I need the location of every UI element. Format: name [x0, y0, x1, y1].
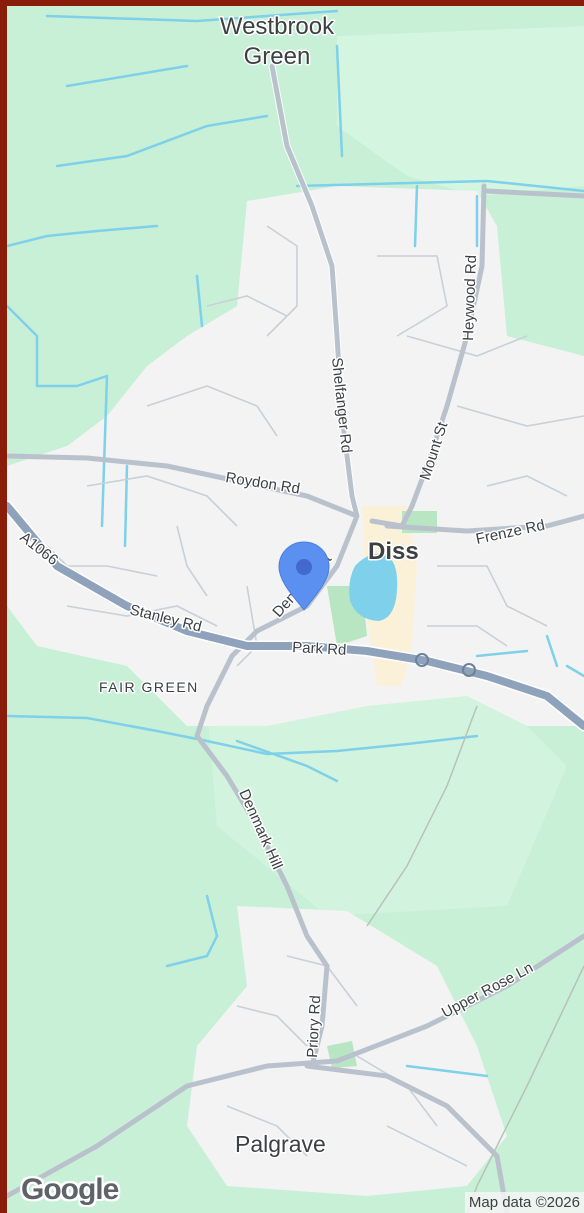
place-label-diss: Diss	[368, 538, 419, 565]
field-area	[207, 686, 567, 916]
secondary-roads	[7, 63, 584, 1213]
place-label-westbrook: Westbrook	[220, 13, 335, 40]
water-mere	[349, 553, 398, 621]
map-layer[interactable]: Heywood Rd Shelfanger Rd Mount St Roydon…	[7, 6, 584, 1213]
road-label-park-rd: Park Rd	[292, 639, 347, 659]
road-label-priory-rd: Priory Rd	[304, 995, 324, 1058]
water-streams	[7, 9, 584, 1078]
google-logo: Google	[21, 1173, 119, 1206]
roundabout	[415, 653, 476, 677]
road-label-heywood-rd: Heywood Rd	[460, 255, 480, 341]
major-road-a1066	[7, 502, 584, 730]
place-label-palgrave: Palgrave	[235, 1131, 326, 1157]
place-label-green: Green	[244, 43, 311, 70]
field-area	[337, 26, 584, 196]
map-attribution[interactable]: Map data ©2026	[464, 1192, 584, 1213]
place-label-fair-green: FAIR GREEN	[99, 679, 199, 695]
location-pin-icon[interactable]	[277, 540, 331, 612]
urban-area-diss	[7, 186, 584, 726]
map-canvas[interactable]: Heywood Rd Shelfanger Rd Mount St Roydon…	[7, 6, 584, 1213]
